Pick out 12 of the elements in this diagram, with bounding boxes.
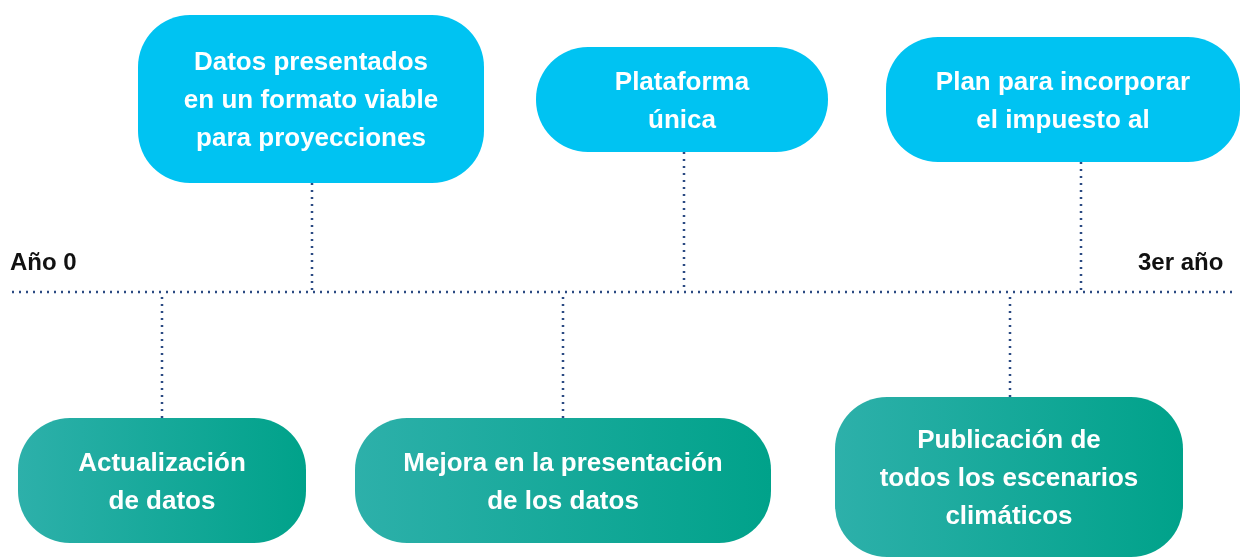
milestone-text: Plan para incorporar el impuesto al xyxy=(934,64,1192,136)
milestone-box xyxy=(138,15,484,183)
milestone-text: Plataforma única xyxy=(613,64,751,136)
milestone-text: Actualización de datos xyxy=(77,445,247,517)
timeline-endpoint-label: Año 0 xyxy=(10,248,77,276)
leader-line xyxy=(310,183,314,292)
milestone-box xyxy=(835,397,1183,557)
milestone-text: Publicación de todos los escenarios climáticos xyxy=(879,423,1139,532)
milestone-text: Datos presentados en un formato viable para proyecciones xyxy=(182,45,440,154)
milestone-text: Mejora en la presentación de los datos xyxy=(402,445,724,517)
timeline-endpoint-label: 3er año xyxy=(1138,248,1224,276)
leader-line xyxy=(1079,162,1083,292)
